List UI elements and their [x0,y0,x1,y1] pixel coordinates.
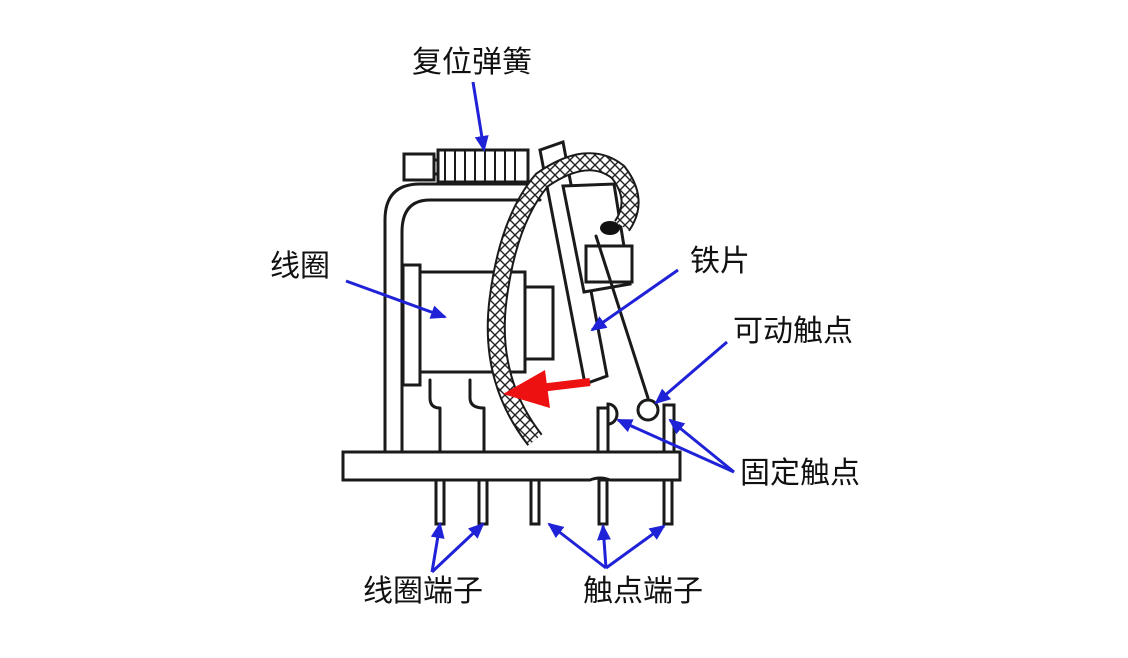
fixed-contact-pointer-right [668,418,735,474]
label-coil-terminals: 线圈端子 [363,574,483,609]
reset-spring [436,148,530,184]
coil-pointer [345,279,447,319]
fixed-contact-post [596,406,610,454]
coil-core [523,285,555,361]
label-contact-terminals: 触点端子 [583,574,703,609]
coil-lead-1 [428,378,442,454]
contact-terminal-pin-1 [597,478,609,526]
movable-contact-arm [594,234,650,400]
attraction-force-arrow [503,370,591,408]
reset-spring-pointer [471,81,489,152]
yoke-frame [383,182,562,454]
yoke-frame-inner [400,198,542,454]
label-reset-spring: 复位弹簧 [412,45,532,80]
callout-arrows [345,81,735,574]
label-armature: 铁片 [690,244,750,279]
armature-plate [538,140,609,387]
adjust-screw-head [402,152,436,182]
base-plate [341,450,682,482]
label-coil: 线圈 [270,249,330,284]
lead-solder-blob [600,221,620,235]
movable-contact-pointer [654,340,728,405]
coil-terminal-pointer-2 [430,522,485,574]
label-movable-contact: 可动触点 [733,314,853,349]
contact-terminal-pointer-1 [547,522,607,570]
coil-flange [401,263,422,387]
contact-terminal-pin-2 [662,478,674,526]
common-terminal-pin [529,478,541,526]
relay-body [341,140,682,526]
coil-terminal-pin-2 [477,478,489,526]
armature-pointer [590,268,679,332]
coil-terminal-pointer-1 [430,522,445,573]
labels: 复位弹簧 线圈 铁片 可动触点 固定触点 线圈端子 触点端子 [270,45,860,609]
contact-terminal-pointer-2 [597,524,611,569]
fixed-contact-bump [606,402,619,426]
coil-lead-2 [468,378,486,454]
movable-contact-ball [636,398,660,422]
contact-terminal-pointer-3 [605,524,666,570]
coil-terminal-pin-1 [434,478,446,526]
fixed-contact-pointer-left [616,418,735,474]
label-fixed-contact: 固定触点 [740,456,860,491]
